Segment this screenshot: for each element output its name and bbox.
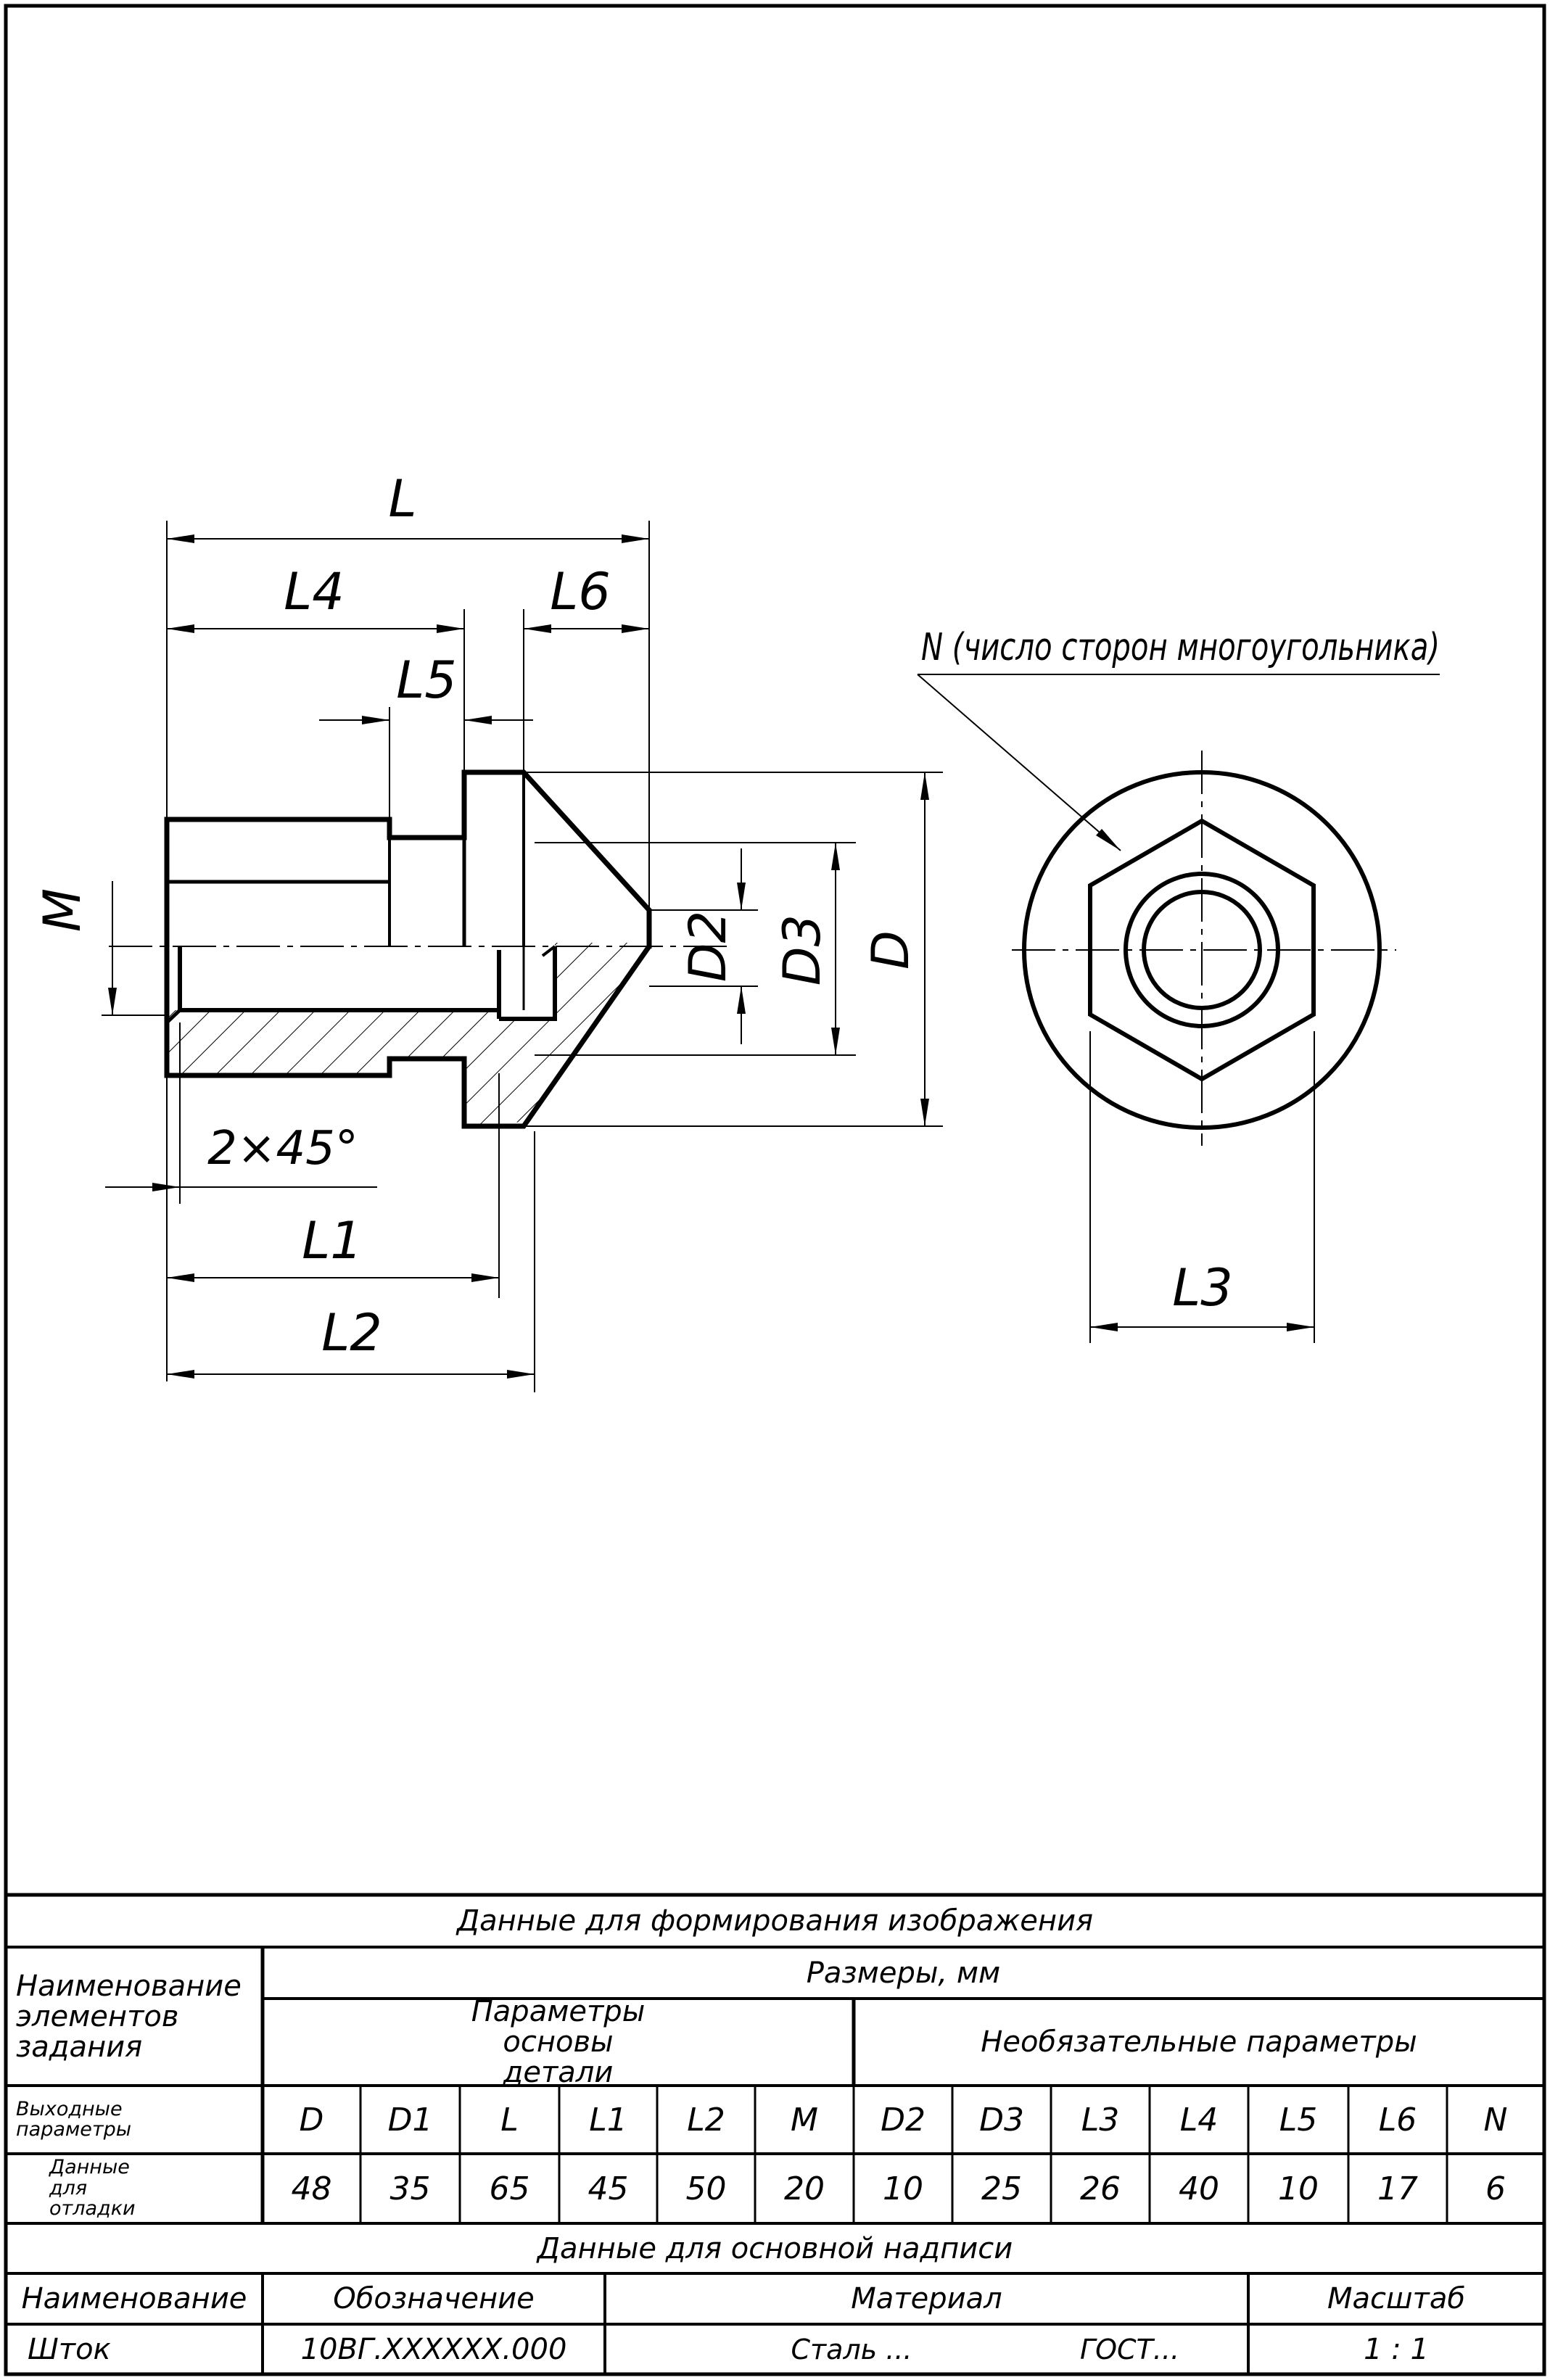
base-params-header: Параметры основы детали — [471, 1999, 646, 2086]
front-outline-upper — [164, 769, 652, 949]
dimension-texts: L L4 L6 L5 2×45° L1 L2 L3 M D2 D3 D N (ч… — [33, 469, 1440, 1363]
value-cell: 40 — [1179, 2170, 1219, 2207]
value-cell: 35 — [389, 2170, 431, 2207]
param-cell: M — [791, 2101, 818, 2139]
param-cell: D2 — [881, 2101, 926, 2139]
value-cell: 10 — [1278, 2170, 1319, 2207]
param-cell: L3 — [1081, 2101, 1120, 2139]
section-hatch-shank — [167, 1010, 499, 1075]
dim-D: D — [861, 930, 920, 970]
param-cell: L5 — [1279, 2101, 1318, 2139]
end-view — [1012, 751, 1396, 1146]
sheet-frame — [4, 4, 1546, 2376]
sizes-header: Размеры, мм — [806, 1956, 1001, 1990]
name-value: Шток — [28, 2332, 111, 2366]
designation-value: 10ВГ.XXXXXX.000 — [300, 2332, 567, 2366]
param-cell: L6 — [1378, 2101, 1417, 2139]
dim-D2: D2 — [678, 911, 738, 982]
dim-L5: L5 — [396, 650, 457, 710]
value-cell: 25 — [981, 2170, 1022, 2207]
output-params-label: Выходные параметры — [16, 2097, 132, 2141]
dimension-lines — [102, 521, 1440, 1392]
dim-L4: L4 — [284, 562, 345, 621]
param-cell: D — [299, 2101, 324, 2139]
value-cell: 45 — [588, 2170, 629, 2207]
dimension-arrows — [108, 534, 1314, 1379]
value-cell: 17 — [1377, 2170, 1418, 2207]
section-title: Данные для формирования изображения — [456, 1904, 1094, 1938]
value-cell: 48 — [291, 2170, 332, 2207]
value-cell: 65 — [489, 2170, 530, 2207]
designation-header: Обозначение — [333, 2282, 535, 2315]
value-cell: 20 — [784, 2170, 825, 2207]
param-cell: L4 — [1179, 2101, 1219, 2139]
polygon-note: N (число сторон многоугольника) — [921, 626, 1440, 669]
scale-header: Масштаб — [1327, 2282, 1466, 2315]
front-outline-lower — [164, 944, 651, 1129]
optional-params-header: Необязательные параметры — [981, 2025, 1417, 2059]
material-header: Материал — [851, 2282, 1002, 2315]
elements-header: Наименование элементов задания — [16, 1969, 242, 2064]
gost-value: ГОСТ... — [1079, 2333, 1180, 2365]
param-cell: N — [1483, 2101, 1508, 2139]
debug-data-label: Данные для отладки — [49, 2156, 136, 2220]
param-cell: L1 — [589, 2101, 627, 2139]
dim-M: M — [33, 888, 92, 932]
section-hatch-head — [438, 943, 649, 1126]
dim-L6: L6 — [550, 562, 611, 621]
value-cell: 26 — [1080, 2170, 1121, 2207]
param-cell: L2 — [687, 2101, 725, 2139]
value-cell: 6 — [1485, 2170, 1506, 2207]
main-inscription-title: Данные для основной надписи — [537, 2231, 1013, 2265]
param-cell: D3 — [979, 2101, 1024, 2139]
param-cell: D1 — [387, 2101, 433, 2139]
param-cell: L — [500, 2101, 519, 2139]
scale-value: 1 : 1 — [1364, 2332, 1429, 2366]
dim-L1: L1 — [302, 1211, 363, 1270]
dim-L: L — [389, 469, 417, 529]
dim-D3: D3 — [772, 914, 832, 986]
front-view — [109, 769, 733, 1129]
name-header: Наименование — [21, 2282, 247, 2315]
material-value: Сталь ... — [791, 2333, 912, 2365]
dim-chamfer: 2×45° — [207, 1122, 358, 1175]
value-cell: 50 — [685, 2170, 727, 2207]
dim-L2: L2 — [321, 1303, 382, 1363]
table-grid — [6, 1893, 1544, 2374]
dim-L3: L3 — [1172, 1258, 1233, 1318]
value-cell: 10 — [883, 2170, 923, 2207]
